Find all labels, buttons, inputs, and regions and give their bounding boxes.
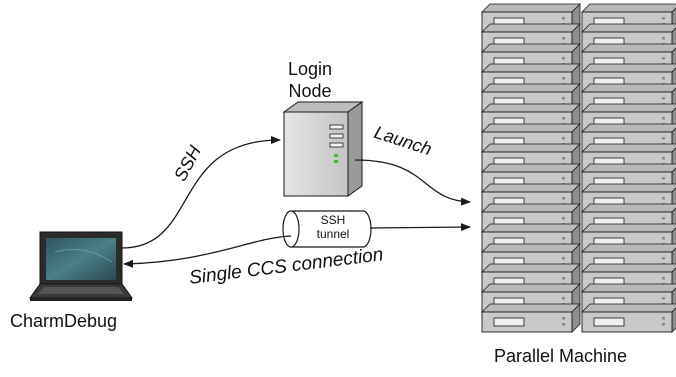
server-unit-icon (581, 303, 676, 333)
charmdebug-label: CharmDebug (10, 311, 118, 331)
ssh-tunnel-cylinder (282, 210, 372, 248)
ccs-return-arrow (123, 235, 292, 268)
login-node-server-icon (282, 101, 364, 197)
parallel-machine-rack (481, 3, 676, 333)
launch-arrow (354, 159, 471, 206)
ssh-arrow (121, 136, 281, 249)
login-node-label: Login Node (287, 59, 333, 101)
laptop-icon (29, 231, 133, 301)
server-unit-icon (481, 303, 581, 333)
tunnel-edge-label: SSH tunnel (316, 213, 350, 241)
tunnel-arrow (369, 223, 471, 232)
parallel-machine-label: Parallel Machine (494, 346, 628, 366)
power-led-icon (334, 154, 338, 157)
